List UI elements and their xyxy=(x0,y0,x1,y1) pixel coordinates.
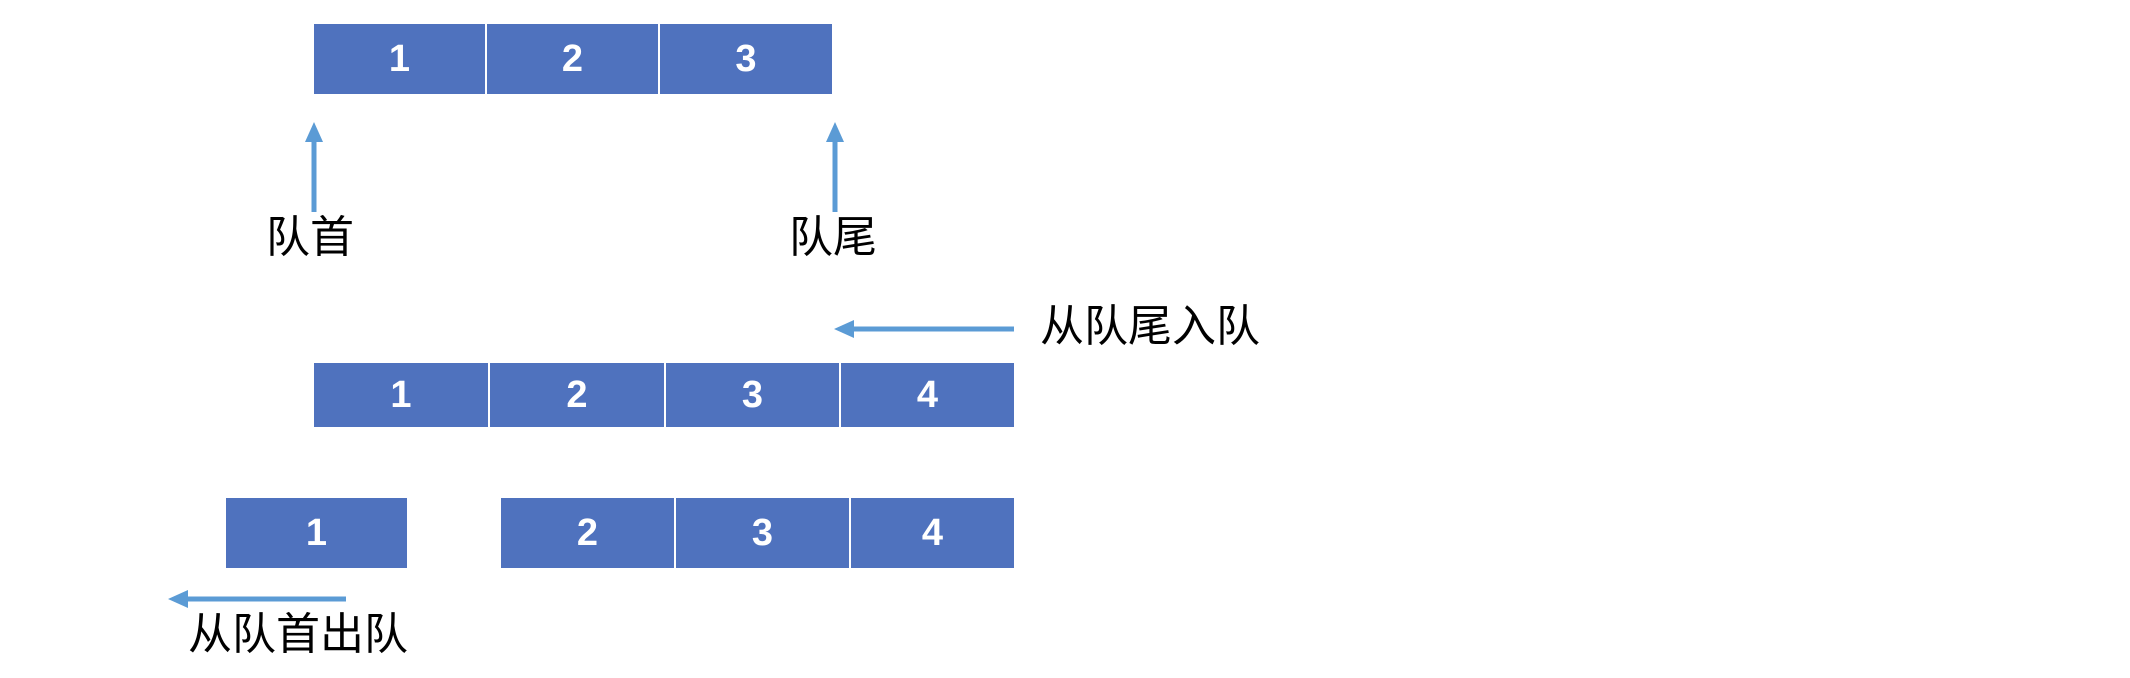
queue-cell-middle-1: 1 xyxy=(313,362,489,428)
dequeue-arrow xyxy=(168,590,346,608)
rear-pointer-label: 队尾 xyxy=(789,212,877,263)
queue-cell-top-3: 3 xyxy=(659,23,833,95)
rear-pointer-arrow xyxy=(826,122,844,212)
queue-cell-dequeued-1: 1 xyxy=(225,497,408,569)
enqueue-arrow xyxy=(834,320,1014,338)
queue-cell-bottom-2: 2 xyxy=(500,497,675,569)
queue-cell-top-2: 2 xyxy=(486,23,659,95)
front-pointer-arrow xyxy=(305,122,323,212)
dequeue-label: 从队首出队 xyxy=(188,609,408,660)
queue-cell-middle-3: 3 xyxy=(665,362,840,428)
enqueue-label: 从队尾入队 xyxy=(1040,301,1260,352)
queue-cell-middle-4: 4 xyxy=(840,362,1015,428)
queue-cell-bottom-3: 3 xyxy=(675,497,850,569)
front-pointer-label: 队首 xyxy=(266,212,354,263)
queue-cell-top-1: 1 xyxy=(313,23,486,95)
queue-cell-bottom-4: 4 xyxy=(850,497,1015,569)
queue-cell-middle-2: 2 xyxy=(489,362,665,428)
